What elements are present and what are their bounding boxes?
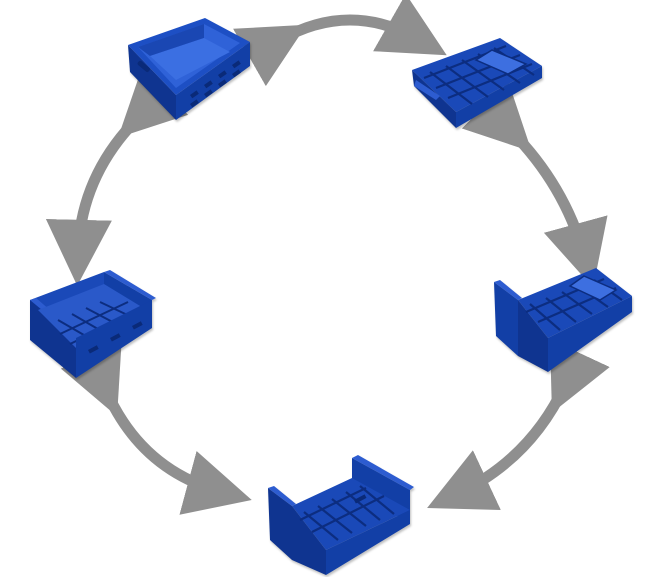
cycle-arrow-left-upper [45,67,189,286]
cycle-arrow-left-lower [60,342,252,515]
cycle-arrow-right-lower [427,339,610,511]
crate-flat-folded-icon [412,38,542,128]
crate-three-sides-up-icon [30,270,156,378]
crate-one-side-up-icon [494,268,632,372]
crate-open-icon [128,18,250,120]
crate-two-sides-up-icon [268,455,414,575]
cycle-arrow-top [233,0,447,87]
cycle-arrow-right-upper [461,81,608,288]
